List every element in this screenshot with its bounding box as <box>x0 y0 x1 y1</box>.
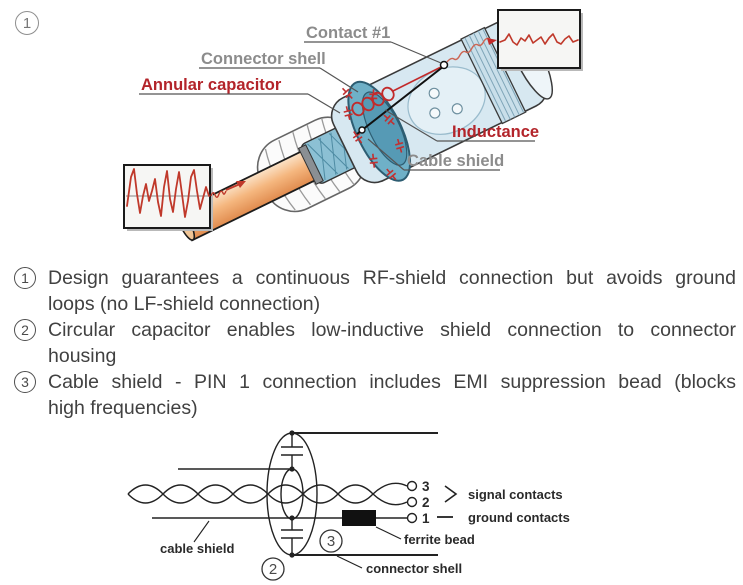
pin-junction-dot <box>358 126 366 134</box>
connector-shell-pointer <box>336 555 363 569</box>
schematic-badge-2: 2 <box>261 557 285 581</box>
inductance-feed-line <box>392 65 444 92</box>
note-3-line-2: high frequencies) <box>48 397 198 419</box>
pin-1-contact <box>406 512 418 524</box>
pin-1-number: 1 <box>422 511 430 526</box>
connector-shell-label: connector shell <box>366 561 462 576</box>
inductance-label: Inductance <box>452 123 539 141</box>
pin-2-number: 2 <box>422 495 430 510</box>
note-badge-3: 3 <box>14 371 36 393</box>
schematic-badge-2-digit: 2 <box>269 561 277 578</box>
notes-list: 1 Design guarantees a continuous RF-shie… <box>14 265 736 421</box>
cable-shield-pointer <box>193 520 210 543</box>
input-arrow <box>210 181 246 198</box>
annular-capacitor-pointer <box>307 93 341 114</box>
ground-contacts-label: ground contacts <box>468 510 570 525</box>
filtered-signal-waveform <box>499 33 579 46</box>
filtered-signal-box <box>497 9 583 71</box>
capacitor-ring-inner <box>280 468 304 520</box>
ferrite-bead-label: ferrite bead <box>404 532 475 547</box>
contact-1-pointer <box>390 41 442 64</box>
ferrite-bead <box>342 510 376 526</box>
schematic-badge-3-digit: 3 <box>327 533 335 550</box>
figure-badge-1-digit: 1 <box>22 14 32 32</box>
connector-illustration: Contact #1 Connector shell Annular capac… <box>123 9 583 242</box>
contact-1-dot <box>439 60 449 70</box>
annular-capacitor-label: Annular capacitor <box>141 76 282 94</box>
note-item-1: 1 Design guarantees a continuous RF-shie… <box>14 265 736 317</box>
signal-contacts-brace <box>444 485 458 503</box>
note-2-line-1: Circular capacitor enables low-inductive… <box>48 319 736 341</box>
schematic-badge-3: 3 <box>319 529 343 553</box>
note-3-line-1: Cable shield - PIN 1 connection includes… <box>48 371 736 393</box>
ferrite-bead-pointer <box>375 526 402 540</box>
connector-assembly <box>176 16 553 242</box>
signal-contacts-label: signal contacts <box>468 487 563 502</box>
output-arrow <box>446 37 497 63</box>
noisy-signal-waveform <box>126 168 210 218</box>
cable-shield-pointer <box>367 138 405 171</box>
inductance-pointer <box>384 109 438 142</box>
cable-shield-label: cable shield <box>160 541 234 556</box>
connector-shell-pointer <box>319 67 359 93</box>
pin-2-contact <box>406 496 418 508</box>
cable-shield-label: Cable shield <box>407 152 504 170</box>
note-1-line-1: Design guarantees a continuous RF-shield… <box>48 267 736 289</box>
twisted-pair-wire-b <box>127 482 408 504</box>
capacitor-symbol-bottom <box>281 518 303 555</box>
note-1-line-2: loops (no LF-shield connection) <box>48 293 321 315</box>
pin-3-contact <box>406 480 418 492</box>
note-badge-1: 1 <box>14 267 36 289</box>
contact-1-label: Contact #1 <box>306 24 390 42</box>
pin-3-number: 3 <box>422 479 430 494</box>
capacitor-ring-outer <box>266 432 318 556</box>
inductance-coil <box>351 86 395 117</box>
capacitor-symbol-top <box>281 433 303 469</box>
noisy-signal-box <box>123 164 213 231</box>
note-badge-2: 2 <box>14 319 36 341</box>
junction-dots <box>289 430 295 558</box>
connector-shell-label: Connector shell <box>201 50 326 68</box>
shield-connection-schematic: 3 2 1 signal contacts ground contacts fe… <box>127 430 570 581</box>
note-item-2: 2 Circular capacitor enables low-inducti… <box>14 317 736 369</box>
figure-badge-1: 1 <box>15 11 39 35</box>
contact-pin-line <box>356 65 445 135</box>
note-item-3: 3 Cable shield - PIN 1 connection includ… <box>14 369 736 421</box>
note-2-line-2: housing <box>48 345 117 367</box>
